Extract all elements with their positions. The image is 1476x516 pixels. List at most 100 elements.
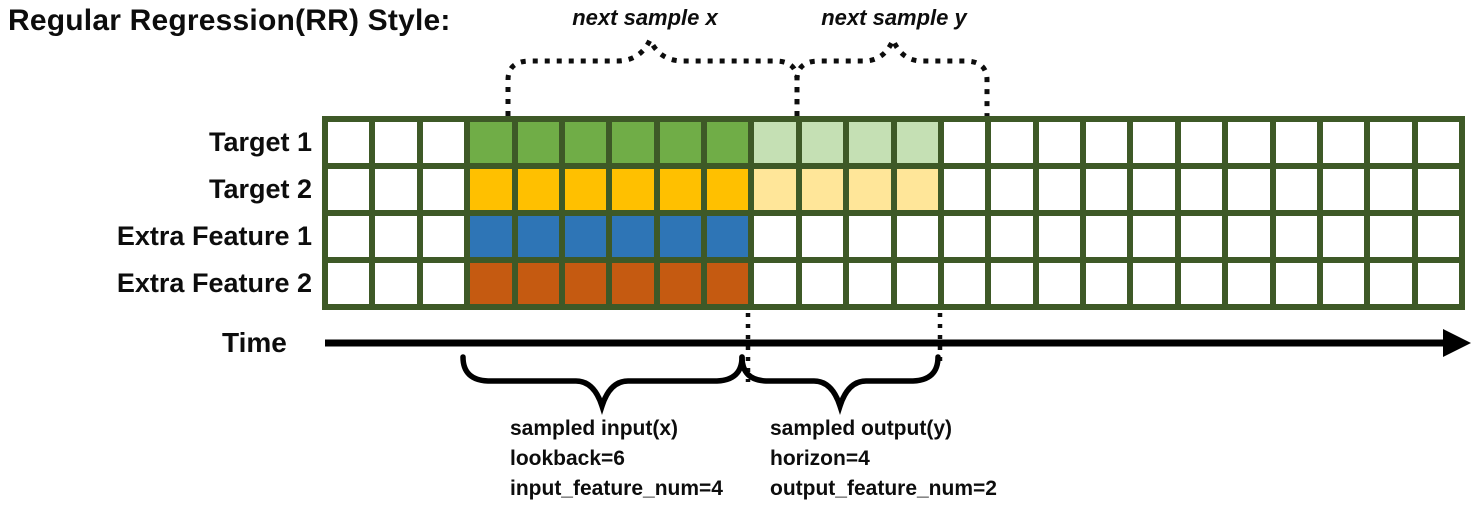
grid-cell-r0-c15 [1038, 122, 1080, 163]
grid-cell-r1-c8 [707, 169, 749, 210]
grid-cell-r3-c2 [422, 263, 465, 304]
grid-cell-r0-c8 [707, 122, 749, 163]
sampled-output-title: sampled output(y) [770, 417, 952, 440]
grid-cell-r2-c6 [612, 216, 654, 257]
grid-cell-r3-c1 [375, 263, 417, 304]
input-feature-num-value: input_feature_num=4 [510, 477, 723, 500]
grid-cell-r1-c21 [1322, 169, 1365, 210]
grid-cell-r2-c17 [1133, 216, 1175, 257]
grid-cell-r3-c10 [801, 263, 844, 304]
grid-cell-r2-c19 [1228, 216, 1270, 257]
grid-cell-r3-c6 [612, 263, 654, 304]
grid-cell-r1-c0 [328, 169, 370, 210]
grid-cell-r1-c5 [564, 169, 607, 210]
grid-cell-r0-c0 [328, 122, 370, 163]
grid-cell-r3-c11 [849, 263, 891, 304]
row-label-extra-feature-2: Extra Feature 2 [116, 268, 312, 298]
grid-cell-r2-c7 [659, 216, 701, 257]
grid-cell-r0-c23 [1417, 122, 1459, 163]
grid-cell-r1-c10 [801, 169, 844, 210]
grid-cell-r3-c17 [1133, 263, 1175, 304]
grid-cell-r0-c9 [754, 122, 796, 163]
grid-cell-r1-c16 [1086, 169, 1128, 210]
row-label-target-2: Target 2 [208, 174, 312, 204]
grid-cell-r3-c21 [1322, 263, 1365, 304]
grid-cell-r2-c16 [1086, 216, 1128, 257]
grid-cell-r2-c3 [470, 216, 512, 257]
grid-cell-r0-c19 [1228, 122, 1270, 163]
output-feature-num-value: output_feature_num=2 [770, 477, 997, 500]
grid-cell-r2-c2 [422, 216, 465, 257]
grid-cell-r0-c20 [1275, 122, 1317, 163]
grid-cell-r3-c20 [1275, 263, 1317, 304]
grid-cell-r1-c1 [375, 169, 417, 210]
grid-cell-r1-c20 [1275, 169, 1317, 210]
grid-cell-r1-c9 [754, 169, 796, 210]
grid-cell-r3-c12 [896, 263, 938, 304]
grid-cell-r3-c16 [1086, 263, 1128, 304]
grid-cell-r1-c4 [517, 169, 559, 210]
grid-cell-r3-c7 [659, 263, 701, 304]
grid-cell-r2-c8 [707, 216, 749, 257]
grid-cell-r1-c14 [991, 169, 1033, 210]
grid-cell-r2-c23 [1417, 216, 1459, 257]
row-label-target-1: Target 1 [208, 127, 312, 157]
sampled-input-annotation: sampled input(x) lookback=6 input_featur… [510, 414, 723, 504]
grid-cell-r3-c3 [470, 263, 512, 304]
sampled-input-brace-icon [460, 354, 745, 416]
grid-cell-r3-c5 [564, 263, 607, 304]
next-sample-y-label: next sample y [821, 5, 967, 30]
grid-cell-r1-c23 [1417, 169, 1459, 210]
grid-cell-r2-c5 [564, 216, 607, 257]
sampled-input-title: sampled input(x) [510, 417, 679, 440]
grid-cell-r3-c14 [991, 263, 1033, 304]
grid-cell-r0-c3 [470, 122, 512, 163]
grid-cell-r2-c21 [1322, 216, 1365, 257]
time-axis-label: Time [222, 327, 287, 358]
grid-cell-r0-c13 [943, 122, 986, 163]
grid-cell-r3-c18 [1180, 263, 1223, 304]
diagram-title: Regular Regression(RR) Style: [8, 4, 451, 37]
grid-cell-r0-c2 [422, 122, 465, 163]
time-arrow-head-icon [1443, 329, 1471, 357]
grid-cell-r3-c8 [707, 263, 749, 304]
grid-cell-r0-c10 [801, 122, 844, 163]
sampled-output-annotation: sampled output(y) horizon=4 output_featu… [770, 414, 997, 504]
grid-cell-r2-c11 [849, 216, 891, 257]
grid-cell-r0-c16 [1086, 122, 1128, 163]
grid-cell-r3-c19 [1228, 263, 1270, 304]
sample-grid [322, 116, 1465, 310]
grid-cell-r0-c12 [896, 122, 938, 163]
row-label-extra-feature-1: Extra Feature 1 [116, 221, 312, 251]
grid-cell-r1-c15 [1038, 169, 1080, 210]
grid-cell-r0-c1 [375, 122, 417, 163]
next-sample-y-brace-icon [794, 33, 990, 116]
grid-cell-r2-c10 [801, 216, 844, 257]
grid-cell-r1-c3 [470, 169, 512, 210]
grid-cell-r0-c11 [849, 122, 891, 163]
grid-cell-r3-c13 [943, 263, 986, 304]
grid-cell-r1-c22 [1370, 169, 1412, 210]
grid-cell-r0-c17 [1133, 122, 1175, 163]
grid-cell-r0-c14 [991, 122, 1033, 163]
grid-cell-r1-c6 [612, 169, 654, 210]
grid-cell-r1-c17 [1133, 169, 1175, 210]
next-sample-x-brace-icon [505, 34, 800, 116]
grid-cell-r2-c20 [1275, 216, 1317, 257]
grid-cell-r3-c22 [1370, 263, 1412, 304]
grid-cell-r0-c7 [659, 122, 701, 163]
grid-cell-r1-c18 [1180, 169, 1223, 210]
grid-cell-r2-c14 [991, 216, 1033, 257]
sampled-output-brace-icon [739, 354, 941, 416]
grid-cell-r2-c12 [896, 216, 938, 257]
grid-cell-r3-c23 [1417, 263, 1459, 304]
next-sample-x-label: next sample x [572, 5, 718, 30]
grid-cell-r1-c7 [659, 169, 701, 210]
grid-cell-r2-c22 [1370, 216, 1412, 257]
grid-cell-r0-c22 [1370, 122, 1412, 163]
grid-cell-r0-c6 [612, 122, 654, 163]
horizon-value: horizon=4 [770, 447, 870, 470]
grid-cell-r3-c9 [754, 263, 796, 304]
